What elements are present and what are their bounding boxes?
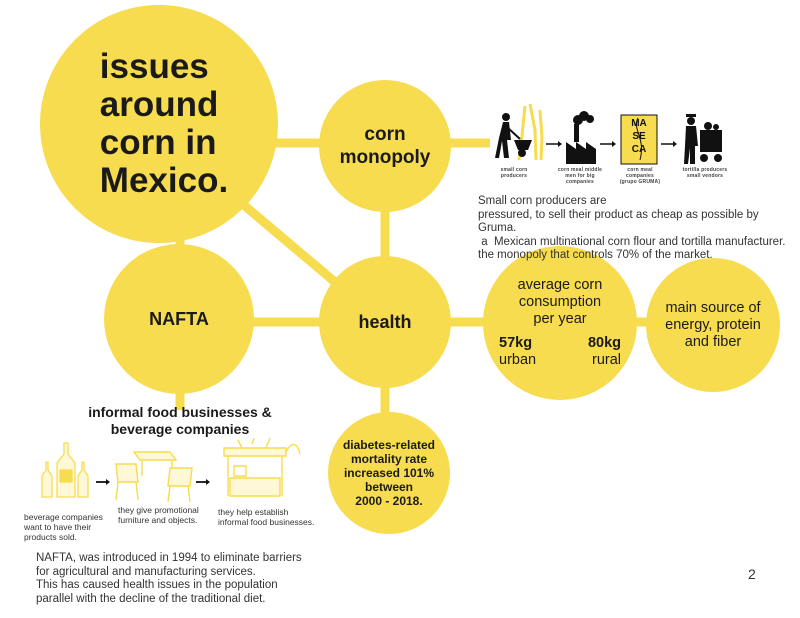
maseca-bag-text: MA SE CA [631, 118, 647, 155]
flow-caption-vendors: tortilla producers small vendors [682, 167, 728, 179]
flow-caption-gruma: corn meal companies (grupo GRUMA) [619, 167, 661, 185]
factory-icon [566, 111, 596, 164]
main-title: issues around corn in Mexico. [99, 47, 229, 200]
maseca-bag-icon [620, 114, 658, 165]
monopoly-description: Small corn producers are pressured, to s… [478, 195, 786, 261]
diabetes-node: diabetes-related mortality rate increase… [328, 412, 450, 534]
energy-source-node: main source of energy, protein and fiber [646, 258, 780, 392]
page-number: 2 [748, 566, 756, 582]
bottles-icon [41, 442, 89, 498]
rural-value: 80kg [587, 335, 621, 351]
urban-label: urban [499, 352, 537, 368]
informal-caption-furniture: they give promotional furniture and obje… [118, 505, 199, 525]
informal-title: informal food businesses & beverage comp… [88, 404, 272, 437]
urban-value: 57kg [499, 335, 533, 351]
corn-monopoly-node: corn monopoly [319, 80, 451, 212]
nafta-note: NAFTA, was introduced in 1994 to elimina… [36, 552, 302, 605]
rural-label: rural [591, 352, 621, 368]
informal-caption-establish: they help establish informal food busine… [218, 507, 315, 527]
main-issue-circle: issues around corn in Mexico. [40, 5, 278, 243]
table-chairs-icon [115, 451, 193, 503]
health-node: health [319, 256, 451, 388]
flow-caption-middlemen: corn meal middle men for big companies [557, 167, 603, 185]
nafta-node: NAFTA [104, 244, 254, 394]
tortilla-vendor-icon [684, 114, 722, 164]
food-stand-icon [223, 437, 301, 497]
informal-caption-beverage: beverage companies want to have their pr… [24, 512, 103, 542]
farmer-wheelbarrow-icon [495, 103, 544, 161]
corn-consumption-node: average corn consumption per year 57kg 8… [483, 246, 637, 400]
flow-caption-producers: small corn producers [500, 167, 528, 179]
